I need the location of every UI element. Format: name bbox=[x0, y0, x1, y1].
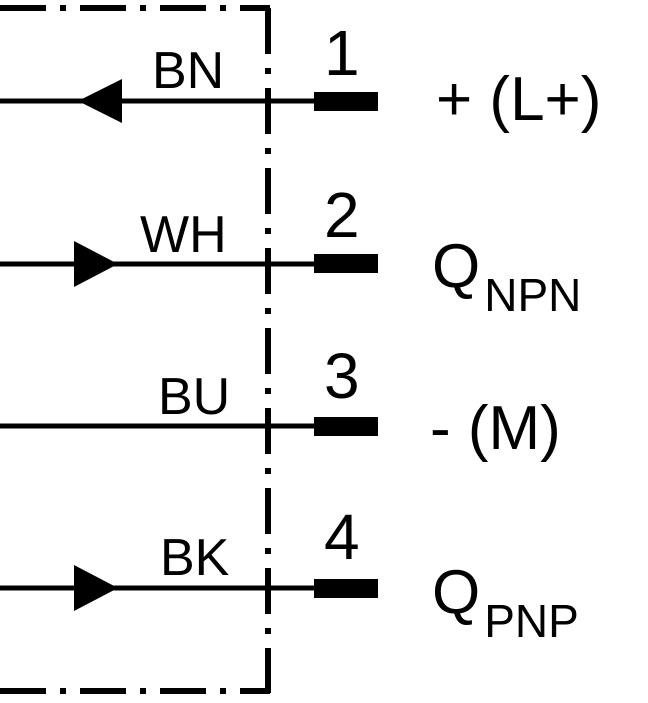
wire-color-label: WH bbox=[140, 206, 227, 264]
signal-subscript: PNP bbox=[484, 595, 579, 647]
wire-color-label: BN bbox=[152, 42, 224, 100]
arrow-right-icon bbox=[74, 565, 118, 611]
signal-label: Q PNP bbox=[432, 558, 579, 647]
terminal-pin bbox=[314, 417, 378, 436]
signal-main: Q bbox=[432, 232, 480, 301]
signal-label: - (M) bbox=[430, 394, 561, 463]
terminal-pin bbox=[314, 579, 378, 598]
signal-main: Q bbox=[432, 558, 480, 627]
arrow-left-icon bbox=[78, 79, 122, 123]
terminal-pin bbox=[314, 92, 378, 111]
housing-boundary bbox=[0, 5, 271, 694]
arrow-right-icon bbox=[74, 241, 118, 287]
pin-number: 1 bbox=[324, 17, 360, 89]
connection-row-3: BU 3 - (M) bbox=[0, 340, 561, 463]
signal-label: Q NPN bbox=[432, 232, 581, 321]
wire-color-label: BK bbox=[160, 529, 230, 587]
terminal-pin bbox=[314, 254, 378, 273]
connection-row-4: BK 4 Q PNP bbox=[0, 501, 579, 647]
connection-row-1: BN 1 + (L+) bbox=[0, 17, 601, 134]
signal-label: + (L+) bbox=[436, 65, 601, 134]
pin-number: 4 bbox=[324, 501, 360, 573]
pin-number: 3 bbox=[324, 340, 360, 412]
connection-row-2: WH 2 Q NPN bbox=[0, 179, 581, 321]
pin-number: 2 bbox=[324, 179, 360, 251]
wire-color-label: BU bbox=[158, 368, 230, 426]
signal-subscript: NPN bbox=[484, 269, 581, 321]
